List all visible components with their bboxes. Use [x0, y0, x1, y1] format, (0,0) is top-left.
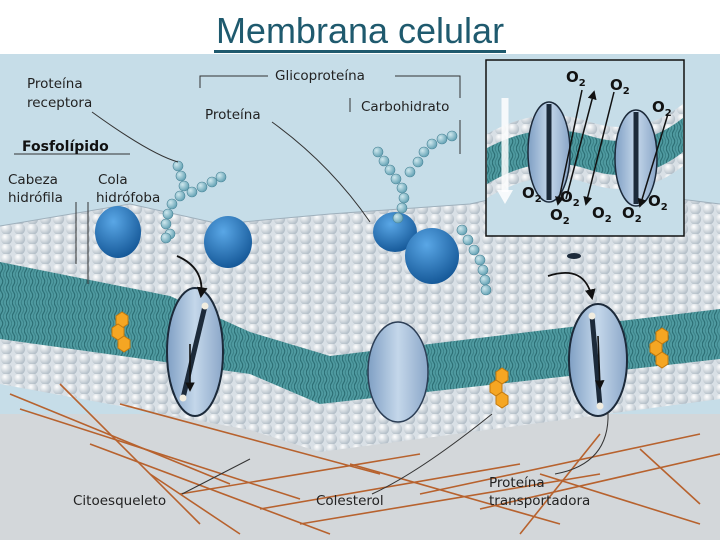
transport-arrow-right-down: [594, 335, 605, 390]
cytoskeleton-fibers: [9, 383, 720, 535]
label-carbohydrate: Carbohidrato: [361, 99, 449, 115]
label-cytoskeleton: Citoesqueleto: [73, 493, 166, 509]
receptor-proteins: [95, 206, 459, 284]
label-hydrophilic-head-line2: hidrófila: [8, 190, 63, 206]
svg-text:O2: O2: [522, 184, 542, 205]
label-cholesterol: Colesterol: [316, 493, 384, 509]
o2-arrow-1: [555, 89, 583, 206]
label-leader-lines: [14, 75, 609, 495]
receptor-protein-2: [204, 216, 252, 268]
title-bar: Membrana celular: [0, 0, 720, 54]
label-hydrophobic-tail-line1: Cola: [98, 172, 128, 188]
o2-arrow-3: [583, 91, 615, 206]
svg-text:O2: O2: [566, 68, 586, 89]
label-transport-protein-line2: transportadora: [489, 493, 590, 509]
cell-membrane-diagram: Proteína receptora Glicoproteína Proteín…: [0, 54, 720, 540]
transport-arrow-left: [176, 255, 208, 299]
label-protein: Proteína: [205, 107, 261, 123]
channel-protein-center: [367, 321, 429, 423]
oxygen-molecule-labels: O2 O2 O2 O2 O2 O2 O2 O2 O2: [522, 68, 672, 227]
carbohydrate-chains: [160, 130, 492, 296]
svg-text:O2: O2: [550, 206, 570, 227]
hydrophobic-tail-layer: [0, 259, 720, 404]
transport-arrow-right: [547, 272, 596, 301]
svg-text:O2: O2: [648, 192, 668, 213]
o2-arrow-2: [565, 90, 597, 200]
label-glycoprotein: Glicoproteína: [275, 68, 365, 84]
svg-text:O2: O2: [652, 98, 672, 119]
label-transport-protein-line1: Proteína: [489, 475, 545, 491]
receptor-protein-4: [405, 228, 459, 284]
label-hydrophilic-head-line1: Cabeza: [8, 172, 58, 188]
svg-text:O2: O2: [592, 204, 612, 225]
receptor-protein-3: [373, 212, 417, 252]
receptor-protein-1: [95, 206, 141, 258]
label-receptor-protein-line2: receptora: [27, 95, 92, 111]
svg-text:O2: O2: [560, 188, 580, 209]
label-phospholipid: Fosfolípido: [22, 139, 109, 155]
cholesterol-molecules: [111, 311, 669, 409]
transported-molecule: [567, 253, 581, 259]
svg-text:O2: O2: [622, 204, 642, 225]
label-receptor-protein-line1: Proteína: [27, 76, 83, 92]
o2-arrow-4: [637, 113, 669, 208]
label-hydrophobic-tail-line2: hidrófoba: [96, 190, 160, 206]
oxygen-diffusion-inset: O2 O2 O2 O2 O2 O2 O2 O2 O2: [485, 59, 685, 237]
page-title: Membrana celular: [213, 10, 507, 53]
transport-proteins: [166, 287, 628, 423]
svg-text:O2: O2: [610, 76, 630, 97]
